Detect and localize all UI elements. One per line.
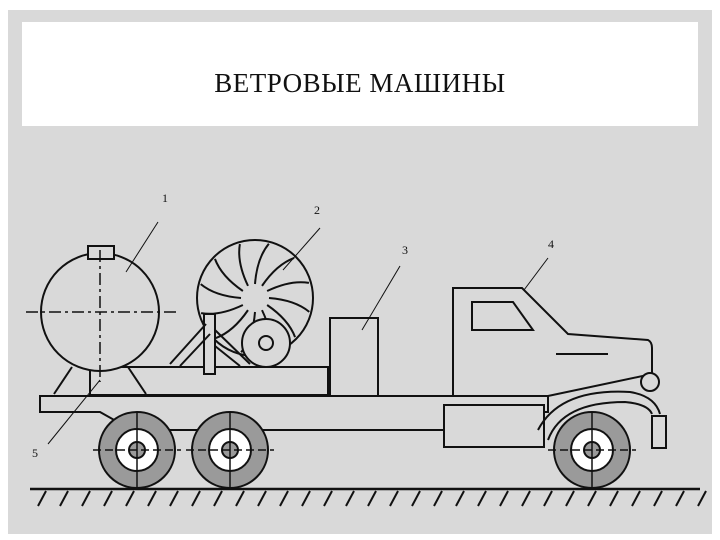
tank xyxy=(26,245,176,395)
truck-cab xyxy=(443,287,667,449)
callout-3: 3 xyxy=(402,243,408,257)
callout-2: 2 xyxy=(314,203,320,217)
compartment-box xyxy=(329,317,379,397)
callout-4: 4 xyxy=(548,237,554,251)
slide-title: ВЕТРОВЫЕ МАШИНЫ xyxy=(214,68,506,98)
title-band: ВЕТРОВЫЕ МАШИНЫ xyxy=(22,22,698,126)
wheels xyxy=(93,411,636,489)
ground xyxy=(30,487,707,507)
callout-1: 1 xyxy=(162,191,168,205)
callouts xyxy=(47,221,549,445)
callout-5: 5 xyxy=(32,446,38,460)
